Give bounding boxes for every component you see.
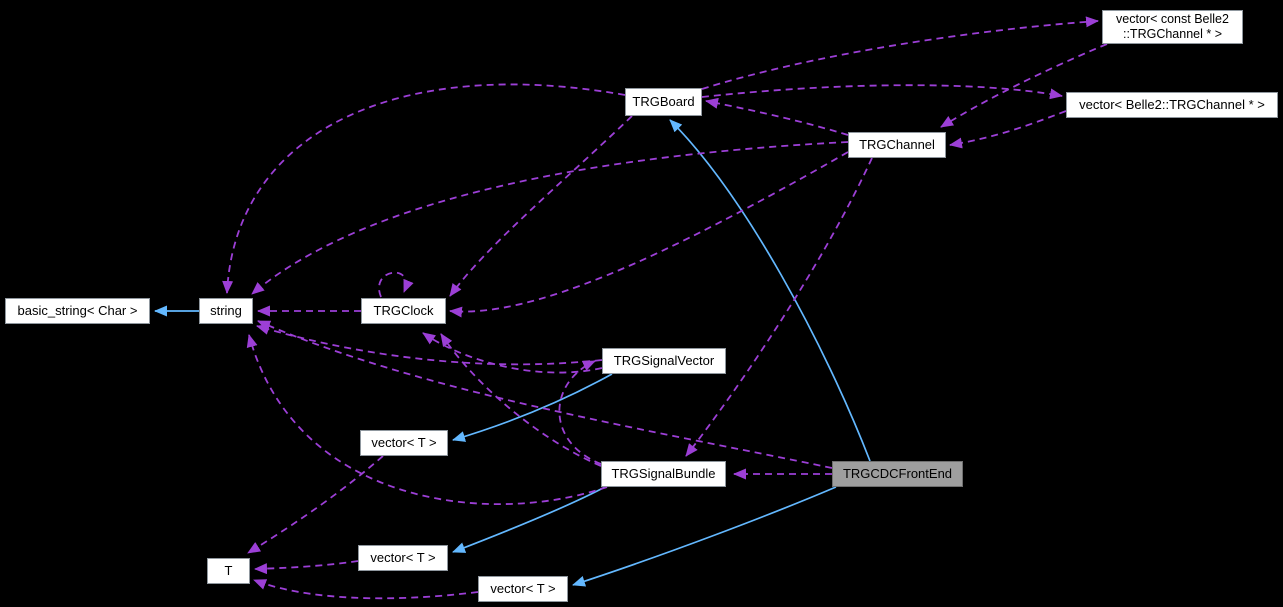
node-trgboard[interactable]: TRGBoard xyxy=(625,88,702,116)
node-vector-belle2-trgchannel[interactable]: vector< Belle2::TRGChannel * > xyxy=(1066,92,1278,118)
edge-vec_t_bl-to-t xyxy=(254,560,359,575)
node-trgsignalbundle[interactable]: TRGSignalBundle xyxy=(601,461,726,487)
edge-frontend-to-string xyxy=(257,320,833,469)
edge-signal_bundle-to-clock xyxy=(440,333,602,467)
edge-signal_vector-to-vec_t_mid xyxy=(452,373,613,442)
edge-vec_t_mid-to-t xyxy=(247,455,384,554)
node-trgchannel[interactable]: TRGChannel xyxy=(848,132,946,158)
edge-vec_t_bot-to-t xyxy=(253,579,479,600)
edge-board-to-vec_const xyxy=(701,16,1099,90)
edge-channel-to-board xyxy=(705,97,849,136)
edge-signal_bundle-to-string xyxy=(246,334,608,506)
node-vector-t-bottom-left[interactable]: vector< T > xyxy=(358,545,448,571)
node-vector-const-belle2-trgchannel[interactable]: vector< const Belle2 ::TRGChannel * > xyxy=(1102,10,1243,44)
edge-vec_const-to-channel xyxy=(940,43,1108,128)
edge-channel-to-signal_bundle xyxy=(685,157,873,457)
edge-channel-to-clock xyxy=(449,151,849,318)
node-t[interactable]: T xyxy=(207,558,250,584)
edge-board-to-vec_belle2 xyxy=(701,84,1063,100)
edge-signal_vector-to-string xyxy=(256,324,603,366)
edge-channel-to-string xyxy=(251,141,849,295)
node-string[interactable]: string xyxy=(199,298,253,324)
node-trgsignalvector[interactable]: TRGSignalVector xyxy=(602,348,726,374)
node-trgclock[interactable]: TRGClock xyxy=(361,298,446,324)
edge-signal_vector-to-clock xyxy=(422,332,603,374)
node-trgcdcfrontend-focus: TRGCDCFrontEnd xyxy=(832,461,963,487)
edge-board-to-string xyxy=(222,83,626,294)
edge-frontend-to-vec_t_bot xyxy=(572,486,837,587)
node-vector-t-bottom[interactable]: vector< T > xyxy=(478,576,568,602)
node-vector-t-middle[interactable]: vector< T > xyxy=(360,430,448,456)
edge-board-to-clock xyxy=(449,115,633,297)
edge-vec_belle2-to-channel xyxy=(949,110,1067,149)
node-basic-string-char[interactable]: basic_string< Char > xyxy=(5,298,150,324)
edge-clock-to-clock xyxy=(378,271,414,298)
edge-signal_bundle-to-vec_t_bl xyxy=(452,486,606,553)
edge-frontend-to-board xyxy=(669,119,871,462)
